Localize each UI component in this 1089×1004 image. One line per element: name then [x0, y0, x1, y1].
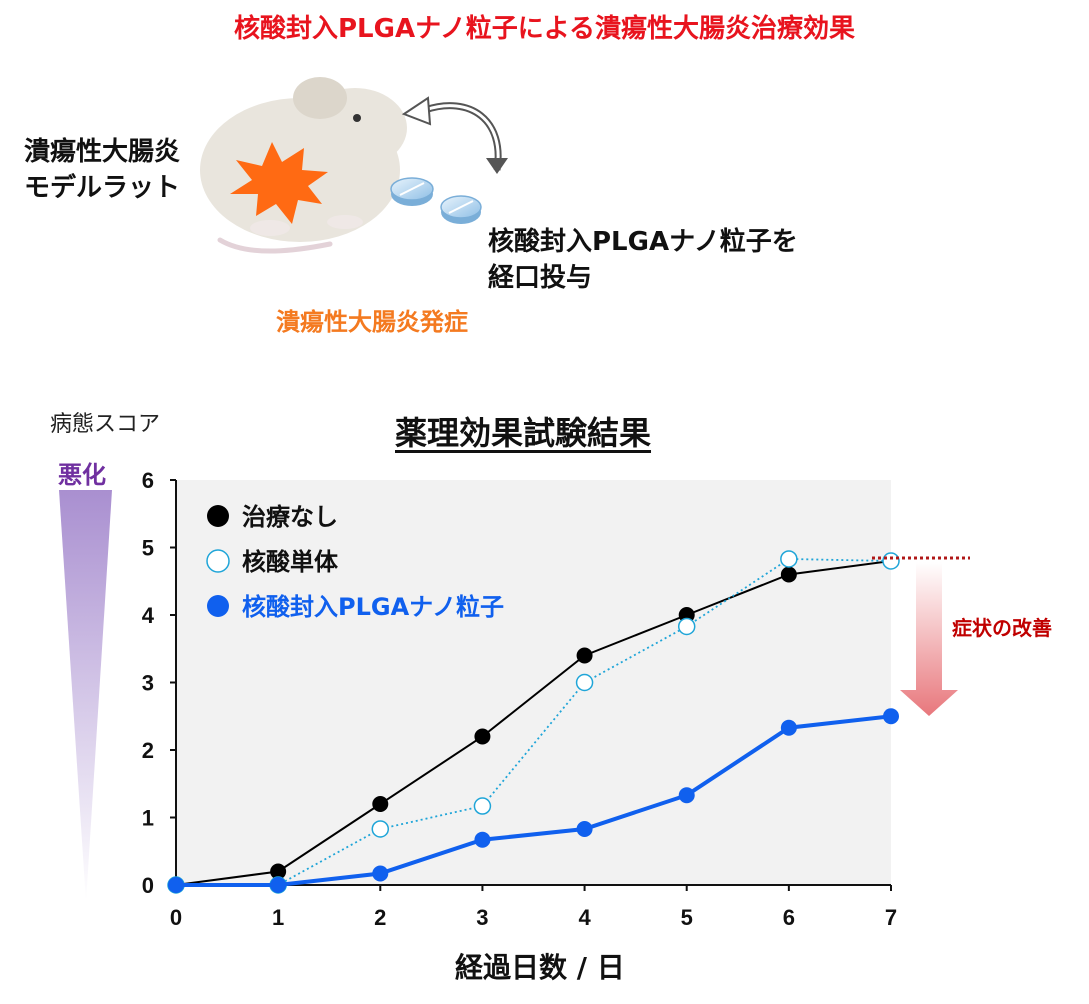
- rat-icon: [200, 77, 407, 254]
- inflammation-burst-icon: [230, 142, 328, 224]
- data-point: [372, 796, 389, 812]
- tablet-icon: [390, 177, 482, 224]
- worse-label: 悪化: [58, 461, 106, 489]
- data-point: [780, 550, 798, 568]
- data-point: [168, 877, 184, 893]
- data-point: [474, 728, 491, 745]
- data-point: [883, 708, 899, 725]
- axes: 0 1 2 3 4 5 6 0 1 2 3 4 5 6 7: [142, 468, 897, 930]
- x-axis-label: 経過日数 / 日: [455, 951, 625, 984]
- y-tick-label: 4: [142, 603, 155, 628]
- legend-marker: [206, 549, 230, 573]
- y-tick-label: 0: [142, 873, 154, 898]
- curved-arrow-icon: [401, 96, 508, 174]
- x-tick-label: 0: [170, 905, 182, 930]
- x-tick-label: 7: [885, 905, 897, 930]
- series-2: [168, 708, 899, 893]
- data-point: [576, 647, 593, 664]
- y-tick-label: 6: [142, 468, 154, 493]
- data-point: [270, 877, 287, 893]
- score-gradient-indicator: [59, 490, 112, 902]
- x-tick-label: 1: [272, 905, 284, 930]
- series-layer: [167, 550, 900, 894]
- data-point: [678, 787, 695, 804]
- x-tick-label: 4: [578, 905, 591, 930]
- data-point: [677, 617, 696, 636]
- legend-label: 核酸単体: [242, 548, 339, 576]
- series-line: [176, 714, 892, 887]
- data-point: [371, 820, 390, 838]
- series-line: [176, 558, 892, 886]
- x-tick-label: 6: [783, 905, 795, 930]
- model-label-line2: モデルラット: [24, 173, 181, 203]
- improvement-arrow-icon: [900, 562, 958, 716]
- chart-title: 薬理効果試験結果: [395, 414, 652, 452]
- legend-marker: [207, 595, 229, 617]
- x-tick-label: 3: [476, 905, 488, 930]
- legend-marker: [207, 505, 229, 527]
- data-point: [780, 719, 797, 736]
- legend-label: 核酸封入PLGAナノ粒子: [242, 593, 504, 621]
- y-tick-label: 2: [142, 738, 154, 763]
- x-tick-label: 5: [681, 905, 693, 930]
- x-tick-label: 2: [374, 905, 386, 930]
- admin-label-line2: 経口投与: [488, 263, 593, 293]
- administration-label: 核酸封入PLGAナノ粒子を 経口投与: [488, 224, 798, 296]
- data-point: [270, 863, 287, 880]
- y-tick-label: 3: [142, 671, 154, 696]
- page-title: 核酸封入PLGAナノ粒子による潰瘍性大腸炎治療効果: [233, 14, 855, 44]
- y-tick-label: 5: [142, 536, 154, 561]
- score-axis-label: 病態スコア: [50, 412, 161, 437]
- admin-label-line1: 核酸封入PLGAナノ粒子を: [488, 227, 798, 257]
- y-tick-label: 1: [142, 806, 154, 831]
- data-point: [575, 673, 594, 692]
- data-point: [882, 552, 900, 570]
- plot-area: [176, 480, 891, 885]
- model-rat-label: 潰瘍性大腸炎 モデルラット: [24, 134, 180, 206]
- data-point: [780, 566, 797, 583]
- legend-label: 治療なし: [242, 503, 338, 531]
- series-line: [175, 560, 892, 886]
- data-point: [473, 797, 492, 815]
- data-point: [372, 865, 389, 882]
- model-label-line1: 潰瘍性大腸炎: [24, 137, 181, 167]
- onset-label: 潰瘍性大腸炎発症: [276, 308, 468, 336]
- data-point: [474, 831, 491, 848]
- improvement-label: 症状の改善: [952, 616, 1052, 640]
- data-point: [576, 820, 593, 837]
